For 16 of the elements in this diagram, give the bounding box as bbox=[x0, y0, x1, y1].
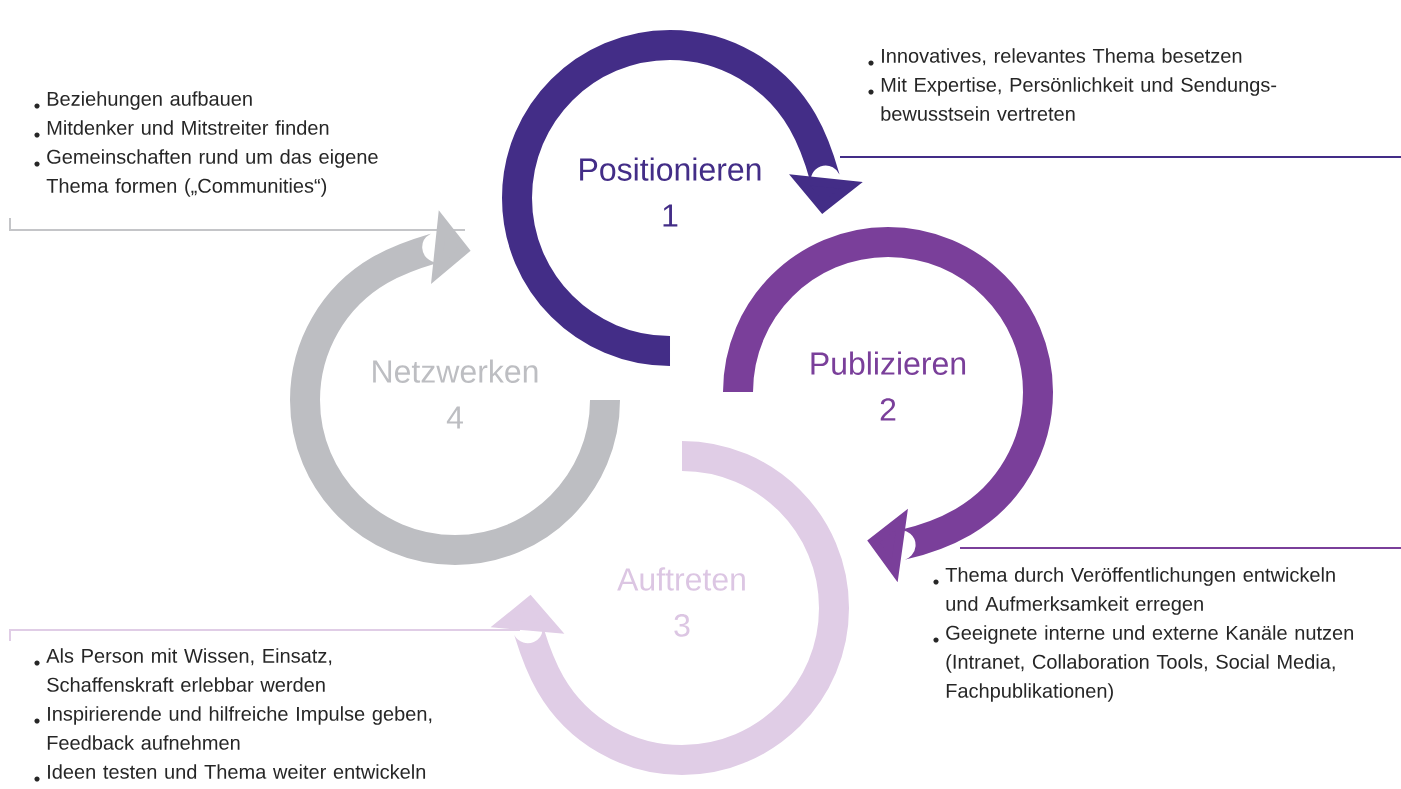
bullet-text: Thema durch Veröffentlichungen entwickeln und Aufmerksamkeit erregen bbox=[945, 567, 1335, 615]
node-label: 4 bbox=[446, 406, 463, 429]
bullet-text: Ideen testen und Thema weiter entwickeln bbox=[48, 764, 426, 779]
bullet-text: Als Person mit Wissen, Einsatz, Schaffenskraft erlebbar werden bbox=[46, 648, 332, 692]
bullet-text: Mitdenker und Mitstreiter finden bbox=[47, 120, 329, 135]
node-label: 2 bbox=[880, 398, 896, 421]
bullet-text: Mit Expertise, Persönlichkeit und Sendungs- bewusstsein vertreten bbox=[881, 77, 1277, 121]
node-label: 3 bbox=[674, 614, 690, 637]
bullet-text: Beziehungen aufbauen bbox=[47, 91, 252, 110]
node-label: Positionieren bbox=[580, 157, 761, 181]
bullet-text: Gemeinschaften rund um das eigene Thema formen („Communities“) bbox=[46, 149, 378, 197]
node-label: 1 bbox=[663, 204, 678, 227]
bullet-text: Inspirierende und hilfreiche Impulse geben, Feedback aufnehmen bbox=[47, 706, 432, 750]
bullet-text: Geeignete interne und externe Kanäle nutzen (Intranet, Collaboration Tools, Social Media, Fachpublikationen) bbox=[946, 625, 1353, 702]
node-label: Auftreten bbox=[617, 567, 745, 591]
bullet-text: Innovatives, relevantes Thema besetzen bbox=[882, 48, 1242, 66]
